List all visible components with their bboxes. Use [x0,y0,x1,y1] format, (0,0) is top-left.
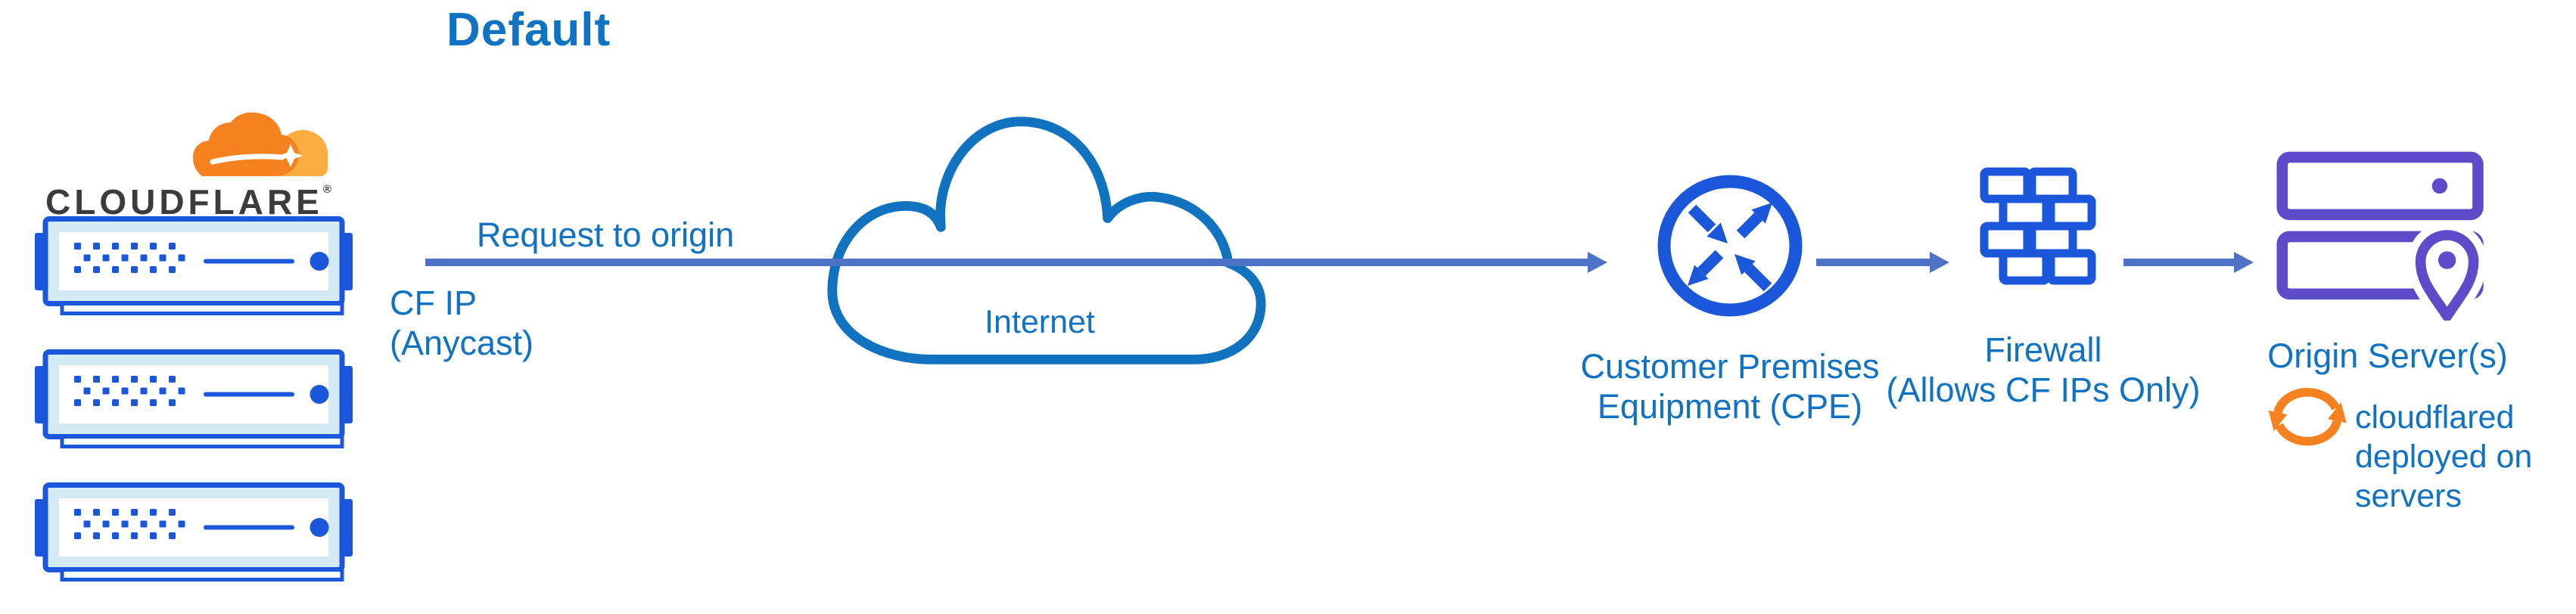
cpe-label: Customer Premises Equipment (CPE) [1580,347,1880,426]
firewall-label: Firewall (Allows CF IPs Only) [1886,330,2201,409]
location-pin-icon [2407,222,2487,321]
edge-server-icon [33,482,354,582]
firewall-icon [1980,167,2096,285]
origin-servers-label: Origin Server(s) [2267,336,2508,375]
arrowhead-icon [1588,252,1607,273]
cloudflared-note: cloudflared deployed on servers [2355,399,2533,514]
arrowhead-icon [1930,252,1949,273]
internet-label: Internet [985,304,1095,340]
edge-server-icon [33,349,354,449]
arrow-right-icon [2123,259,2234,266]
request-to-origin-label: Request to origin [476,216,735,254]
arrow-right-icon [425,259,1588,266]
registered-mark: ® [322,183,331,196]
internet-cloud-icon [827,116,1266,364]
edge-server-icon [33,216,354,316]
cloudflare-logo-cloud-icon [193,112,328,176]
cpe-router-icon [1657,175,1803,317]
cf-ip-anycast-label: CF IP (Anycast) [390,284,534,362]
cloudflared-sync-icon [2268,387,2347,446]
arrowhead-icon [2234,252,2254,273]
diagram-title: Default [446,4,611,56]
origin-servers-icon [2276,151,2487,321]
arrow-right-icon [1816,259,1930,266]
cloudflare-wordmark: CLOUDFLARE® [45,182,331,222]
